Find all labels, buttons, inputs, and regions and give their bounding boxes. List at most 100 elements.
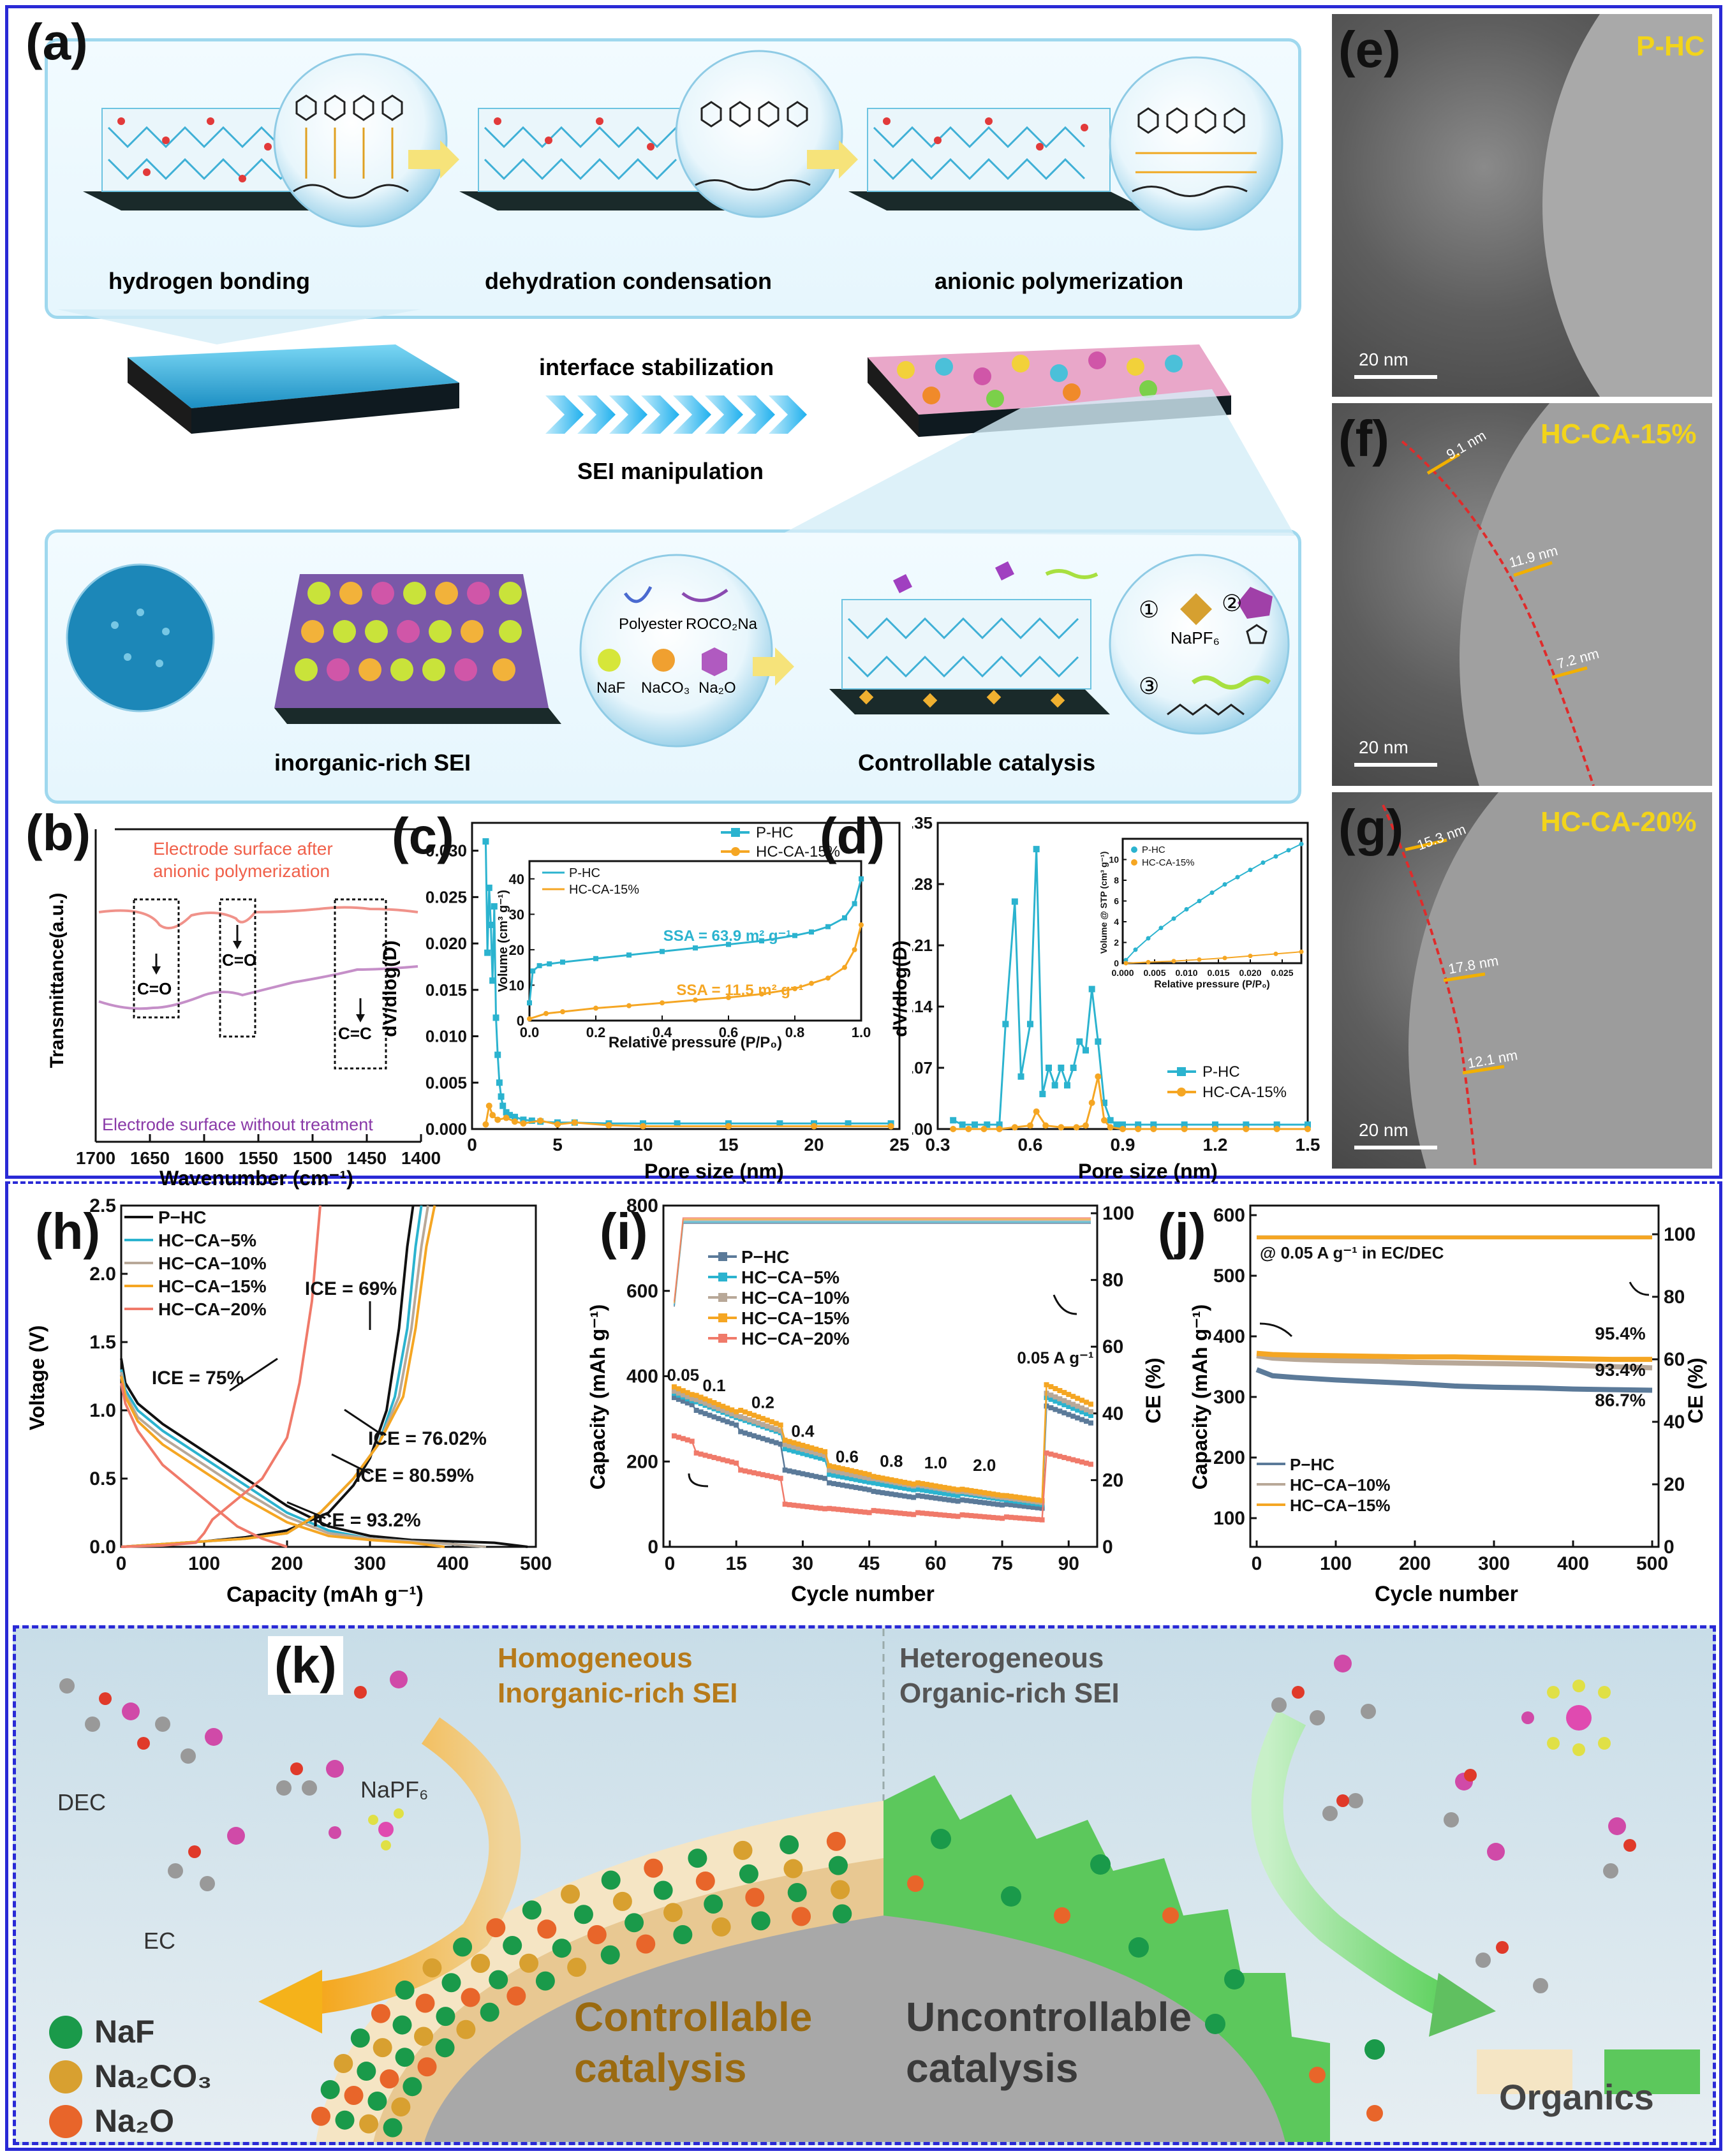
capacity-point — [738, 1467, 744, 1473]
capacity-point — [782, 1437, 788, 1443]
capacity-point — [946, 1491, 952, 1497]
ice-arrow — [229, 1357, 278, 1392]
x-tick-label: 75 — [991, 1553, 1012, 1574]
ice-label-1: ICE = 69% — [305, 1278, 397, 1299]
sei-particle — [380, 2069, 399, 2089]
sei-particle — [334, 2053, 353, 2073]
capacity-point — [889, 1477, 894, 1482]
tem-g-scale-bar — [1354, 1146, 1437, 1149]
y-tick-right-label: 0 — [1664, 1537, 1675, 1558]
data-point — [1011, 1124, 1018, 1131]
data-point — [845, 1120, 852, 1127]
y-tick-label: 200 — [626, 1451, 658, 1472]
capacity-point — [893, 1510, 899, 1516]
panel-i-xlabel: Cycle number — [791, 1582, 935, 1606]
capacity-point — [1053, 1385, 1058, 1391]
capacity-point — [836, 1482, 841, 1488]
capacity-point — [747, 1411, 753, 1417]
capacity-point — [1061, 1410, 1067, 1415]
tem-g-scale-label: 20 nm — [1359, 1120, 1408, 1140]
y-tick-right-label: 60 — [1102, 1336, 1123, 1357]
capacity-point — [827, 1472, 832, 1477]
sei-crystal-stack — [274, 574, 561, 724]
sei-particle — [392, 2015, 412, 2035]
stage-3-bubble — [1109, 56, 1283, 231]
capacity-point — [831, 1464, 837, 1470]
capacity-point — [862, 1509, 868, 1515]
capacity-point — [813, 1454, 819, 1460]
x-tick-label: 200 — [271, 1553, 303, 1574]
capacity-point — [1066, 1456, 1072, 1461]
panel-b-label: (b) — [26, 804, 91, 861]
sei-particle — [522, 1900, 542, 1920]
data-point — [1083, 1047, 1089, 1054]
capacity-point — [813, 1450, 819, 1456]
legend-label: HC-CA-15% — [756, 843, 840, 860]
inset-point — [726, 941, 731, 947]
capacity-point — [871, 1508, 876, 1514]
inset-point — [560, 959, 565, 965]
data-point — [491, 903, 498, 910]
capacity-point — [818, 1505, 824, 1511]
rate-label-3: 0.4 — [791, 1422, 815, 1441]
capacity-point — [782, 1502, 788, 1507]
data-point — [959, 1121, 966, 1128]
left-electrode-slab — [128, 344, 459, 434]
legend-marker — [1177, 1067, 1186, 1076]
ce-line-4 — [673, 1217, 1091, 1302]
y-tick-label: 1.5 — [89, 1332, 116, 1353]
legend-marker — [731, 828, 740, 837]
capacity-point — [1000, 1502, 1005, 1508]
stage-3-structure — [848, 108, 1148, 210]
data-point — [1033, 1108, 1040, 1115]
capacity-point — [1070, 1414, 1076, 1419]
capacity-point — [1012, 1515, 1018, 1521]
stage-arrow-2 — [807, 140, 858, 179]
data-point — [996, 1121, 1003, 1128]
panel-j-ylabel: Capacity (mAh g⁻¹) — [1188, 1304, 1211, 1490]
capacity-point — [844, 1475, 850, 1480]
data-point — [494, 1051, 501, 1058]
capacity-point — [755, 1435, 761, 1440]
y-tick-label: 300 — [1213, 1387, 1245, 1408]
species-polyester: Polyester — [619, 616, 683, 633]
inset-point — [660, 1000, 665, 1006]
y-tick-label: 0 — [1114, 958, 1119, 968]
capacity-point — [937, 1496, 943, 1502]
capacity-point — [844, 1467, 850, 1473]
capacity-point — [716, 1415, 721, 1421]
sei-particle — [383, 2118, 403, 2138]
capacity-point — [795, 1503, 801, 1509]
inset-point — [693, 997, 698, 1003]
capacity-point — [671, 1433, 677, 1439]
capacity-point — [813, 1446, 819, 1452]
data-point — [1033, 846, 1040, 853]
capacity-point — [809, 1453, 815, 1459]
capacity-point — [800, 1447, 806, 1452]
capacity-point — [764, 1423, 770, 1429]
capacity-point — [893, 1478, 899, 1484]
capacity-point — [950, 1486, 956, 1492]
capacity-point — [1053, 1407, 1058, 1412]
capacity-point — [773, 1426, 779, 1432]
capacity-point — [866, 1475, 872, 1481]
capacity-point — [795, 1441, 801, 1447]
capacity-point — [720, 1457, 726, 1463]
x-tick-label: 0.4 — [653, 1024, 672, 1040]
x-tick-label: 1550 — [239, 1148, 278, 1168]
capacity-point — [1044, 1382, 1049, 1387]
x-tick-label: 400 — [1557, 1553, 1589, 1574]
capacity-point — [920, 1493, 925, 1499]
capacity-point — [959, 1512, 965, 1517]
data-point — [1120, 1126, 1126, 1132]
data-point — [1113, 1121, 1120, 1128]
capacity-point — [734, 1460, 739, 1466]
capacity-point — [1035, 1497, 1040, 1503]
capacity-point — [818, 1451, 824, 1457]
inset-point — [527, 1000, 532, 1006]
y-tick-label: 0 — [517, 1013, 524, 1029]
capacity-point — [800, 1471, 806, 1477]
